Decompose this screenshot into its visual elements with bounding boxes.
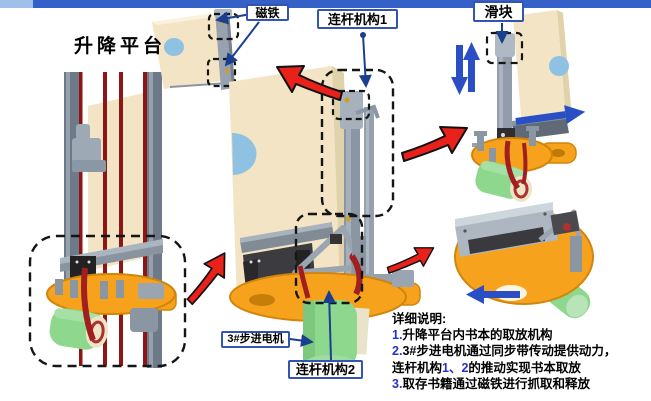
- description-line-4-text: 取存书籍通过磁铁进行抓取和释放: [402, 376, 590, 391]
- flow-arrow-to-top-view: [386, 246, 436, 274]
- callout-linkage2: 连杆机构2: [288, 360, 363, 379]
- platform-a: [46, 273, 177, 332]
- description-line-3-text-b: 的推动实现书本取放: [468, 360, 581, 375]
- callout-magnet: 磁铁: [246, 4, 289, 21]
- description-line-4-number: 3.: [392, 376, 403, 391]
- description-line-1-number: 1.: [392, 328, 403, 343]
- description-line-2-number: 2.: [392, 344, 403, 359]
- highlight-box-slider-top: [331, 89, 371, 121]
- magnet-box-bottom: [206, 57, 237, 88]
- push-arrow-right: [515, 105, 586, 125]
- view-slider-right: [451, 10, 586, 202]
- stepper-pointer: [289, 334, 314, 347]
- magnet-box-top: [207, 12, 240, 41]
- motor-d: [475, 160, 532, 202]
- description-line-3-text-a: 连杆机构: [392, 360, 443, 375]
- linear-guide-a: [60, 239, 163, 278]
- highlight-box-linkage1: [320, 68, 395, 218]
- description-line-2: 2.3#步进电机通过同步带传动提供动力，: [392, 343, 651, 359]
- description-block: 详细说明: 1.升降平台内书本的取放机构 2.3#步进电机通过同步带传动提供动力…: [392, 311, 651, 392]
- linkage-mechanism-e: [455, 202, 583, 272]
- magnet-bottom: [224, 68, 230, 74]
- description-heading: 详细说明:: [392, 312, 447, 326]
- magnet-pointer-2: [224, 21, 260, 67]
- description-line-4: 3.取存书籍通过磁铁进行抓取和释放: [392, 376, 651, 392]
- belt-a: [80, 267, 96, 342]
- page-title: 升降平台: [74, 36, 167, 57]
- slider-bar-b: [214, 9, 235, 90]
- book-d: [513, 10, 572, 128]
- view-platform-top: [454, 202, 594, 319]
- updown-arrows: [451, 42, 480, 95]
- description-line-2-text: 3#步进电机通过同步带传动提供动力，: [402, 344, 617, 359]
- linkage2-pointer: [322, 290, 336, 361]
- header-bar: [0, 0, 651, 8]
- description-line-3-number: 1、2: [442, 360, 469, 375]
- belt-d2: [521, 142, 528, 185]
- callout-stepper-motor: 3#步进电机: [221, 331, 290, 348]
- highlight-box-a: [28, 234, 187, 368]
- push-arrow-left: [466, 285, 520, 304]
- header-bar-accent: [0, 0, 33, 8]
- linkage1-pointer: [358, 34, 372, 88]
- thumb-notch-c: [232, 132, 257, 175]
- description-line-3: 连杆机构1、2的推动实现书本取放: [392, 360, 651, 376]
- belt-c1: [297, 265, 311, 299]
- description-line-1: 1.升降平台内书本的取放机构: [392, 327, 651, 343]
- flow-arrow-to-slider-view: [401, 126, 468, 162]
- belt-d1: [504, 140, 521, 190]
- carriage-slider: [72, 124, 106, 172]
- callout-pointers: [215, 11, 509, 361]
- magnet-top: [220, 19, 226, 25]
- callout-slider: 滑块: [473, 1, 524, 22]
- description-line-1-text: 升降平台内书本的取放机构: [402, 328, 553, 343]
- view-main-assembly: [229, 66, 421, 375]
- view-lift-platform: [28, 72, 187, 368]
- thumb-notch-d: [549, 56, 569, 76]
- belt-c2: [349, 254, 363, 296]
- view-magnet-closeup: [152, 9, 240, 90]
- magnet-pointer-1: [215, 11, 252, 25]
- callout-linkage1: 连杆机构1: [317, 9, 398, 29]
- lead-rods: [79, 72, 147, 366]
